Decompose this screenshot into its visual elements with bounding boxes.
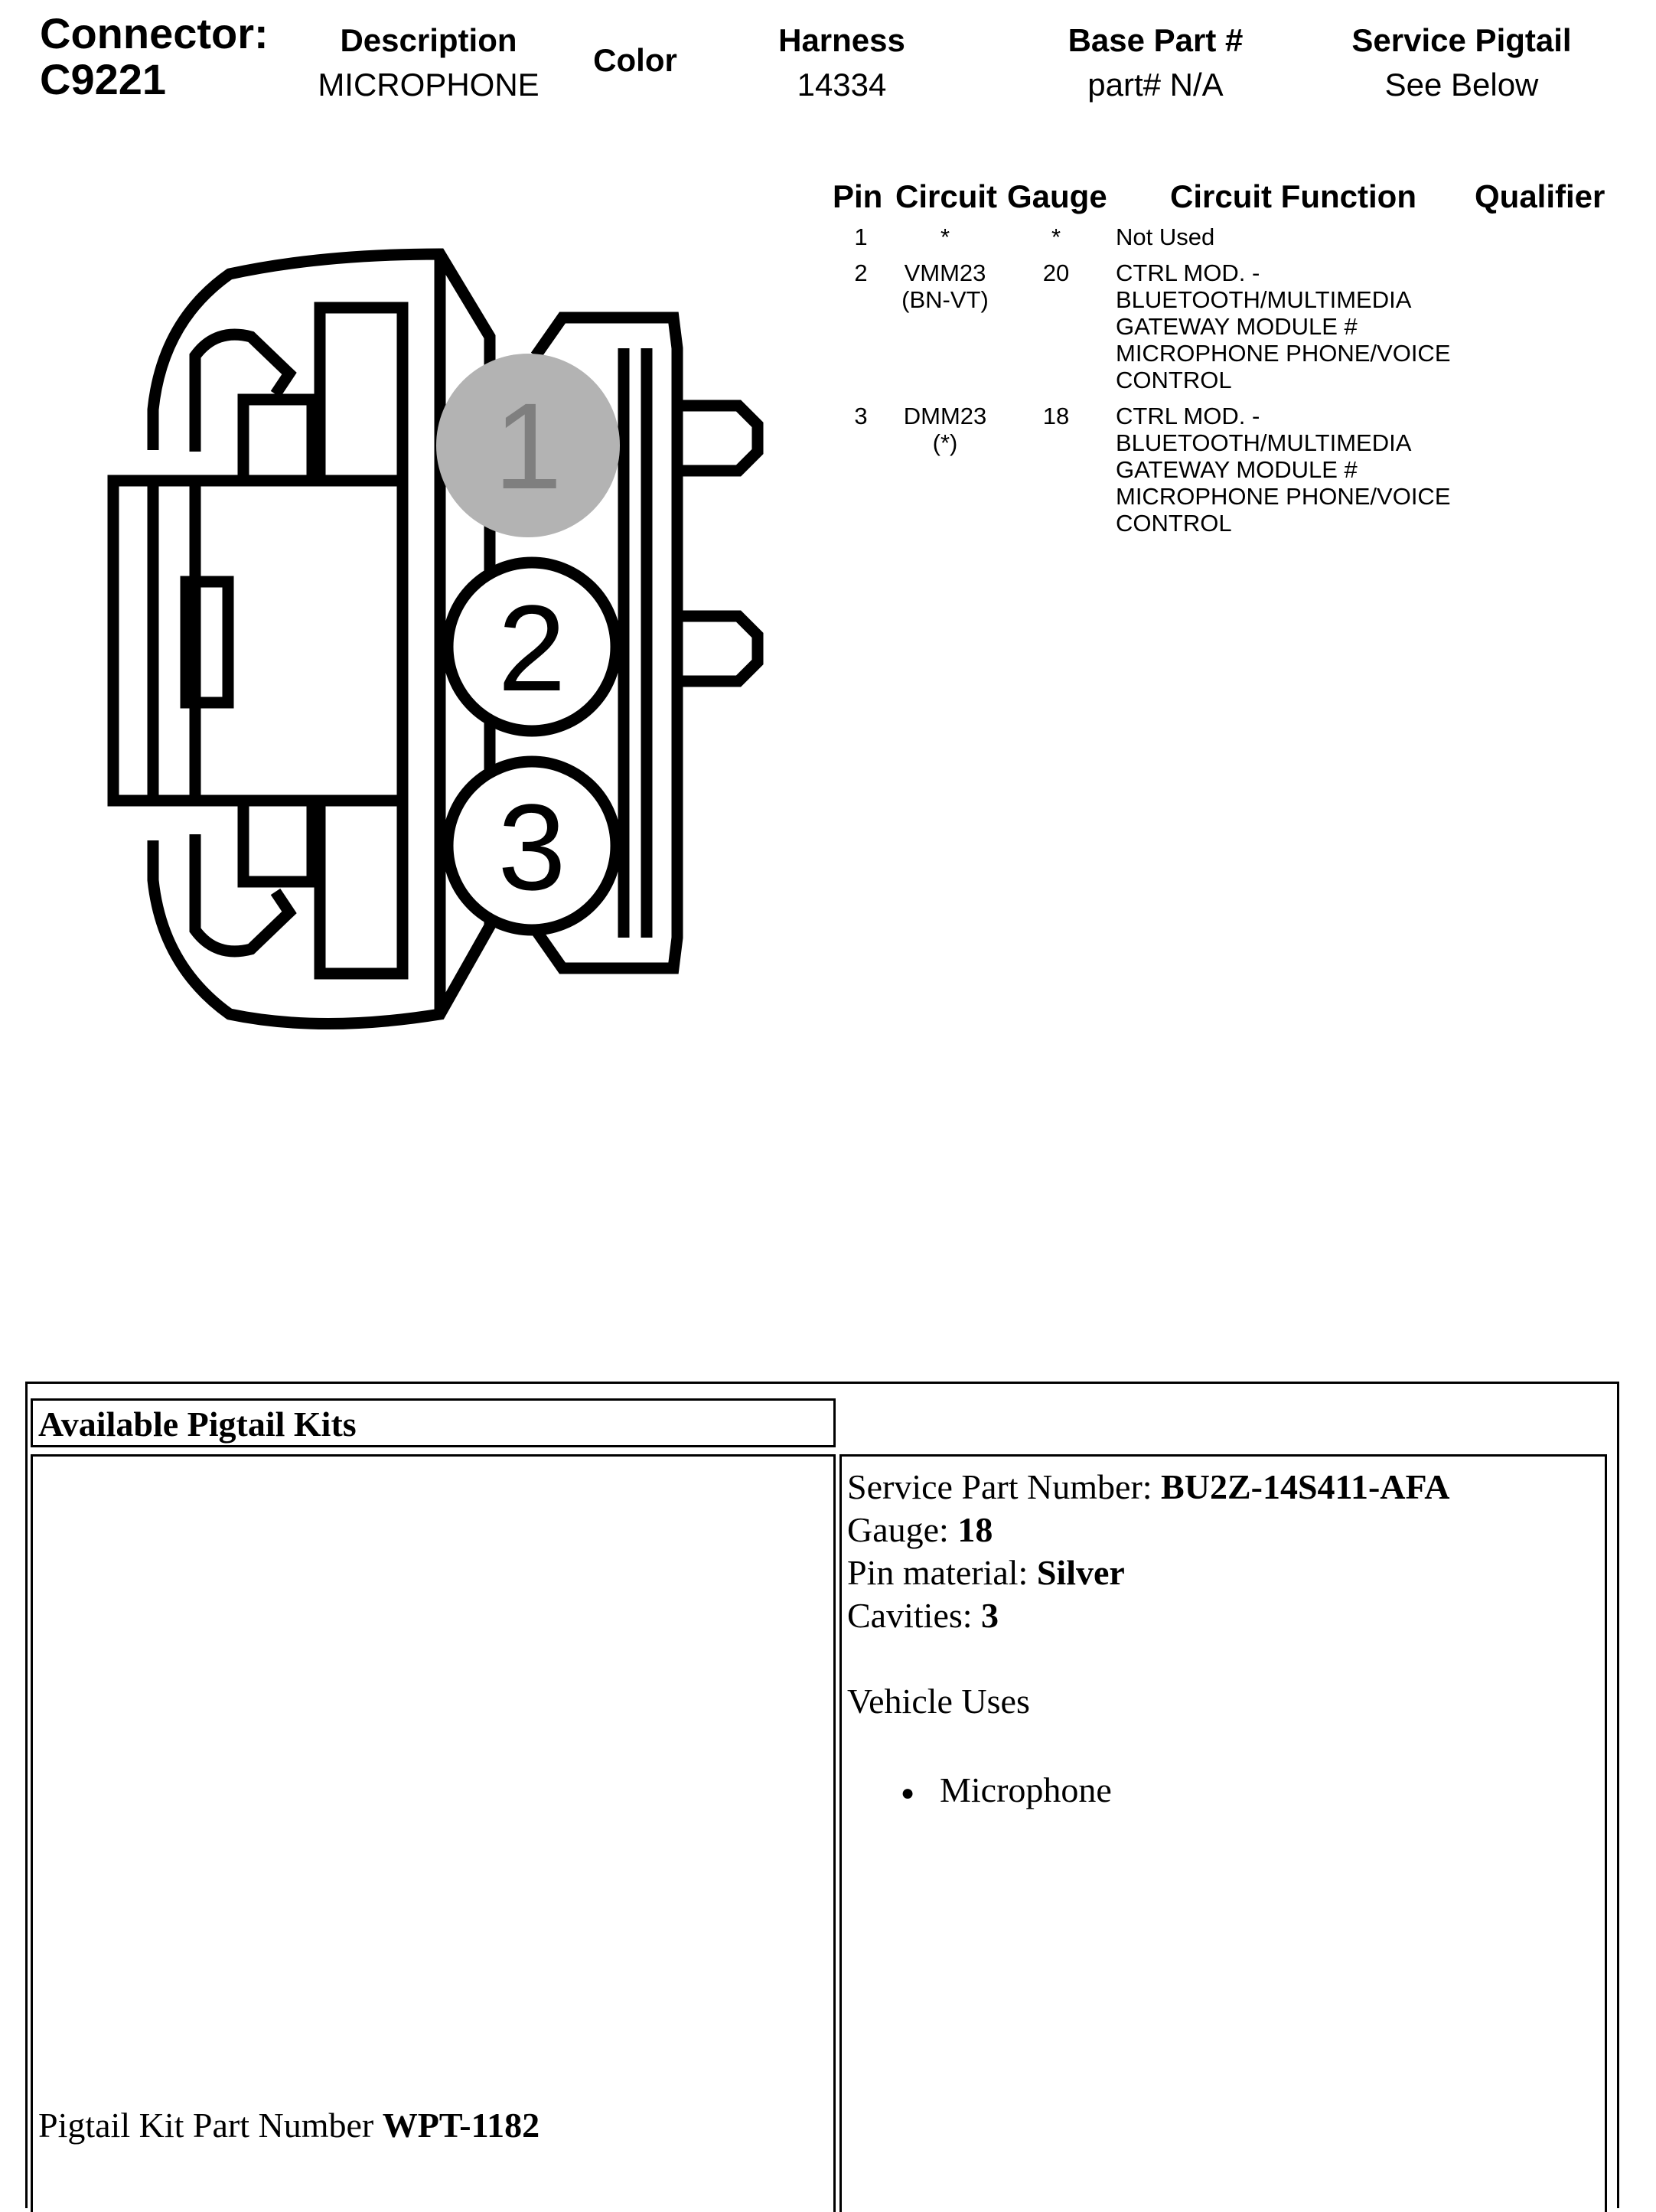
kit-part-value: WPT-1182 (382, 2106, 540, 2145)
harness-label: Harness (778, 22, 905, 58)
connector-title: Connector: C9221 (40, 11, 269, 103)
circuit-code: VMM23 (904, 259, 986, 286)
lower-post (237, 794, 318, 888)
pin-3-label: 3 (498, 778, 566, 915)
circuit-header: Circuit (895, 178, 998, 214)
service-part-value: BU2Z-14S411-AFA (1161, 1467, 1450, 1506)
kit-part-label: Pigtail Kit Part Number (38, 2106, 383, 2145)
pigtail-kits-title: Available Pigtail Kits (38, 1405, 357, 1444)
color-label: Color (593, 42, 677, 78)
lower-rib (314, 794, 409, 980)
vehicle-use-item: Microphone (940, 1770, 1112, 1809)
cavities-label: Cavities: (847, 1596, 982, 1635)
service-pigtail-label: Service Pigtail (1351, 22, 1572, 58)
pin-material-value: Silver (1036, 1553, 1125, 1592)
description-column: Description MICROPHONE (306, 18, 551, 107)
pin-3-cavity (442, 755, 622, 936)
lower-hook (189, 834, 297, 958)
gauge-header: Gauge (1007, 178, 1107, 214)
harness-value: 14334 (797, 67, 887, 103)
circuit-code: * (940, 223, 950, 250)
right-outline (530, 312, 683, 974)
upper-post (237, 393, 318, 487)
pin-number: 1 (854, 223, 868, 250)
function-line: CTRL MOD. - (1116, 403, 1260, 429)
function-line: GATEWAY MODULE # (1116, 456, 1358, 483)
gauge-value: * (1051, 223, 1061, 250)
qualifier-header: Qualifier (1475, 178, 1605, 214)
function-header: Circuit Function (1170, 178, 1416, 214)
harness-column: Harness 14334 (735, 18, 949, 107)
description-value: MICROPHONE (318, 67, 540, 103)
service-part-label: Service Part Number: (847, 1467, 1162, 1506)
pigtail-kit-part-number: Pigtail Kit Part Number WPT-1182 (38, 2105, 540, 2146)
function-line: BLUETOOTH/MULTIMEDIA (1116, 429, 1412, 456)
function-line: MICROPHONE PHONE/VOICE (1116, 340, 1451, 367)
upper-rib (314, 302, 409, 487)
cavities-value: 3 (981, 1596, 999, 1635)
pigtail-kits-header-cell (31, 1398, 836, 1447)
pigtail-kit-details-cell (839, 1454, 1607, 2212)
latch-tab (180, 576, 234, 709)
base-part-column: Base Part # part# N/A (1025, 18, 1286, 107)
connector-id: C9221 (40, 55, 167, 103)
function-line: MICROPHONE PHONE/VOICE (1116, 483, 1451, 510)
cavities: Cavities: 3 (847, 1595, 999, 1636)
pin-number: 2 (854, 259, 868, 286)
connector-label: Connector: (40, 9, 269, 57)
pigtail-kit-image-cell (31, 1454, 836, 2212)
pin-1-cavity (436, 354, 620, 537)
circuit-function: Not Used (1116, 223, 1215, 250)
pigtail-kits-table (25, 1382, 1619, 2208)
gauge-value: 20 (1042, 259, 1070, 286)
upper-hook (189, 328, 297, 452)
circuit-function: CTRL MOD. - BLUETOOTH/MULTIMEDIA GATEWAY… (1116, 259, 1451, 393)
function-line: CTRL MOD. - (1116, 259, 1260, 286)
pin-1-label: 1 (494, 377, 562, 514)
function-line: CONTROL (1116, 367, 1232, 393)
base-part-label: Base Part # (1068, 22, 1244, 58)
pin-material-label: Pin material: (847, 1553, 1037, 1592)
vehicle-uses-label: Vehicle Uses (847, 1682, 1030, 1721)
bullet-icon: ● (901, 1780, 915, 1806)
service-part-number: Service Part Number: BU2Z-14S411-AFA (847, 1467, 1449, 1508)
pin-number: 3 (854, 403, 868, 429)
right-tab-top (677, 400, 764, 477)
pin-2-label: 2 (498, 579, 566, 716)
service-pigtail-value: See Below (1384, 67, 1539, 103)
gauge-value: 18 (1042, 403, 1070, 429)
gauge-label: Gauge: (847, 1510, 958, 1549)
base-part-value: part# N/A (1087, 67, 1224, 103)
right-tab-bottom (677, 610, 764, 687)
pin-material: Pin material: Silver (847, 1552, 1125, 1594)
circuit-function: CTRL MOD. - BLUETOOTH/MULTIMEDIA GATEWAY… (1116, 403, 1451, 537)
description-label: Description (340, 22, 517, 58)
pin-2-cavity (442, 556, 622, 737)
function-line: GATEWAY MODULE # (1116, 313, 1358, 340)
function-line: CONTROL (1116, 510, 1232, 537)
gauge-value: 18 (957, 1510, 993, 1549)
pigtail-gauge: Gauge: 18 (847, 1509, 993, 1551)
circuit-color: (*) (932, 429, 958, 456)
connector-face-diagram: 1 2 3 (107, 248, 764, 1029)
circuit-color: (BN-VT) (901, 286, 989, 313)
service-pigtail-column: Service Pigtail See Below (1332, 18, 1592, 107)
circuit-code: DMM23 (903, 403, 987, 429)
pin-header: Pin (833, 178, 883, 214)
function-line: BLUETOOTH/MULTIMEDIA (1116, 286, 1412, 313)
